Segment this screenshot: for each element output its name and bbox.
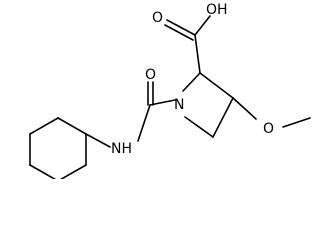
bond xyxy=(149,99,176,106)
bond xyxy=(199,72,234,99)
bond xyxy=(29,117,59,135)
ring-nitrogen-label: N xyxy=(174,97,184,113)
bond xyxy=(85,133,111,148)
amide-carbonyl-oxygen-label: O xyxy=(145,67,156,83)
bond xyxy=(166,19,196,36)
methoxy-oxygen-label: O xyxy=(263,121,274,137)
bond xyxy=(282,117,311,128)
bond xyxy=(182,72,201,92)
acid-carbonyl-oxygen-label: O xyxy=(152,10,163,26)
bond xyxy=(57,117,87,135)
bond xyxy=(232,97,257,120)
cyclohexane-ring xyxy=(29,117,87,179)
bond xyxy=(194,15,211,36)
bond xyxy=(29,164,57,179)
bond xyxy=(59,164,87,179)
bond xyxy=(164,24,194,41)
bond xyxy=(212,97,234,138)
hydroxyl-label: OH xyxy=(206,2,228,18)
bond xyxy=(137,104,151,142)
bond xyxy=(194,34,201,74)
bond xyxy=(184,116,214,138)
pyrrolidine-ring xyxy=(182,72,234,138)
amide-nh-label: NH xyxy=(111,141,132,157)
molecule-structure: OH O O N NH O xyxy=(29,2,311,179)
